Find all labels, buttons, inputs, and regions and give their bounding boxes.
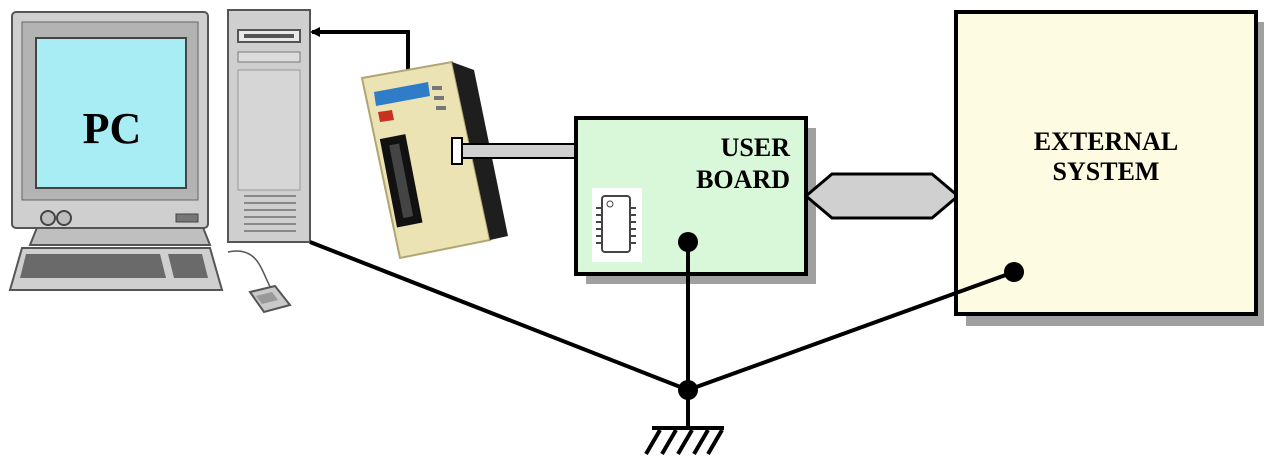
user-board-label-line1: USER (721, 133, 791, 162)
pc-label: PC (83, 104, 142, 153)
external-system-label-line1: EXTERNAL (1034, 127, 1178, 156)
pc-programmer-link-arrow (310, 27, 413, 80)
external-ground-node (1004, 262, 1024, 282)
external-system (954, 10, 1258, 316)
user-board-label-line2: BOARD (696, 165, 790, 194)
keyboard (8, 247, 224, 291)
board-ground-node (678, 232, 698, 252)
ground-junction-node (678, 380, 698, 400)
ground-wires (309, 240, 1015, 428)
ground-symbol-icon (644, 426, 724, 456)
external-system-label-line2: SYSTEM (1053, 157, 1160, 186)
ic-chip-icon (592, 188, 642, 262)
data-bus-connector (803, 172, 961, 220)
pc-monitor (11, 11, 212, 246)
pc-tower (227, 9, 311, 243)
pc-screen (35, 37, 187, 189)
device-programmer (360, 60, 508, 260)
mouse (227, 250, 292, 314)
